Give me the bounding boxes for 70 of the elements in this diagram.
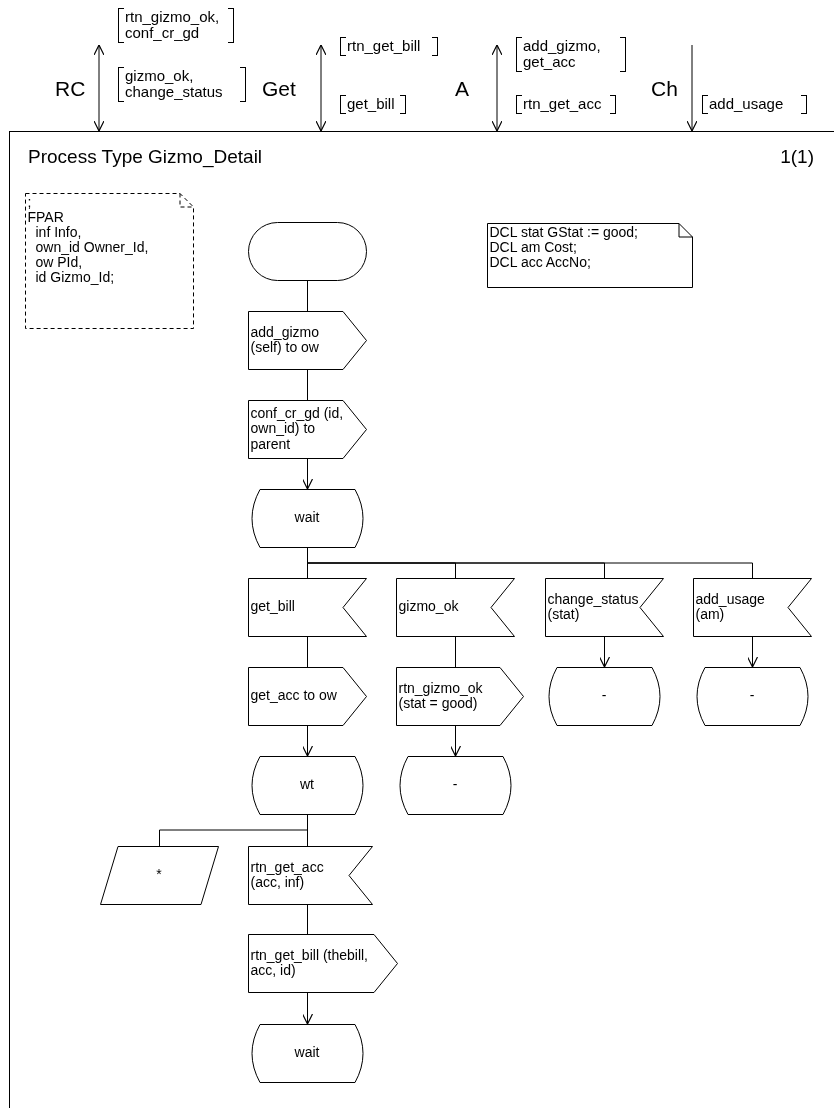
symbol-text: rtn_get_bill (thebill, acc, id) <box>250 947 369 979</box>
flow-arrow <box>491 44 503 132</box>
channel-name: Ch <box>651 78 678 99</box>
symbol-text: wait <box>294 1045 320 1061</box>
signal-list: rtn_gizmo_ok, conf_cr_gd <box>118 8 234 43</box>
symbol-text: rtn_gizmo_ok (stat = good) <box>398 680 484 712</box>
symbol-text: get_bill <box>250 599 295 615</box>
input-symbol <box>247 577 367 637</box>
symbol-text: wt <box>300 777 314 793</box>
signal-list: rtn_get_acc <box>516 95 616 114</box>
symbol-text: - <box>601 688 607 704</box>
signal-list: gizmo_ok, change_status <box>118 67 246 102</box>
symbol-text: - <box>749 688 755 704</box>
flow-line <box>307 280 308 312</box>
symbol-text: change_status (stat) <box>547 591 640 623</box>
channel-name: Get <box>262 78 296 99</box>
page-number: 1(1) <box>780 146 814 168</box>
signal-list: add_usage <box>702 95 807 114</box>
start-symbol <box>247 221 367 281</box>
note-text: inf Info, <box>34 224 82 240</box>
note-text: id Gizmo_Id; <box>34 270 115 286</box>
symbol-text: get_acc to ow <box>250 688 337 704</box>
input-symbol <box>247 845 373 905</box>
flow-arrow <box>315 44 327 132</box>
flow-line <box>307 814 308 847</box>
symbol-text: conf_cr_gd (id, own_id) to parent <box>250 406 345 452</box>
note-text: DCL acc AccNo; <box>489 254 591 270</box>
input-symbol <box>692 577 812 637</box>
flow-line <box>455 636 456 668</box>
flow-arrow <box>598 636 611 668</box>
flow-arrow <box>301 725 314 757</box>
signal-list: add_gizmo, get_acc <box>516 37 626 72</box>
note-text: DCL am Cost; <box>489 239 577 255</box>
note-text: ; <box>27 194 32 210</box>
input-symbol <box>544 577 664 637</box>
output-symbol <box>247 933 398 993</box>
process-frame <box>9 131 834 1108</box>
symbol-text: add_gizmo (self) to ow <box>250 324 320 356</box>
flow-arrow <box>93 44 105 132</box>
flow-line <box>307 369 308 401</box>
output-symbol <box>395 666 524 726</box>
symbol-text: add_usage (am) <box>695 591 766 623</box>
note-text: DCL stat GStat := good; <box>489 224 638 240</box>
output-symbol <box>247 399 367 459</box>
flow-arrow <box>301 992 314 1025</box>
signal-list: get_bill <box>340 95 406 114</box>
flow-line <box>307 904 308 935</box>
channel-name: RC <box>55 78 86 99</box>
symbol-text: wait <box>294 510 320 526</box>
note-text: FPAR <box>27 209 64 225</box>
input-symbol <box>395 577 515 637</box>
flow-arrow <box>449 725 462 757</box>
symbol-text: - <box>452 777 458 793</box>
symbol-text: rtn_get_acc (acc, inf) <box>250 859 325 891</box>
note-text: ow PId, <box>34 254 83 271</box>
channel-arrow <box>686 44 698 132</box>
channel-name: A <box>455 78 469 99</box>
output-symbol <box>247 310 367 370</box>
declaration-note <box>486 222 693 288</box>
flow-line <box>307 636 308 668</box>
parameter-note <box>24 192 194 329</box>
save-symbol <box>99 845 219 905</box>
output-symbol <box>247 666 367 726</box>
note-text: own_id Owner_Id, <box>34 239 149 255</box>
flow-arrow <box>746 636 759 668</box>
flow-arrow <box>301 458 314 490</box>
process-name: Process Type Gizmo_Detail <box>28 146 263 168</box>
symbol-text: gizmo_ok <box>398 599 459 615</box>
symbol-text: * <box>156 867 162 883</box>
signal-list: rtn_get_bill <box>340 37 438 56</box>
